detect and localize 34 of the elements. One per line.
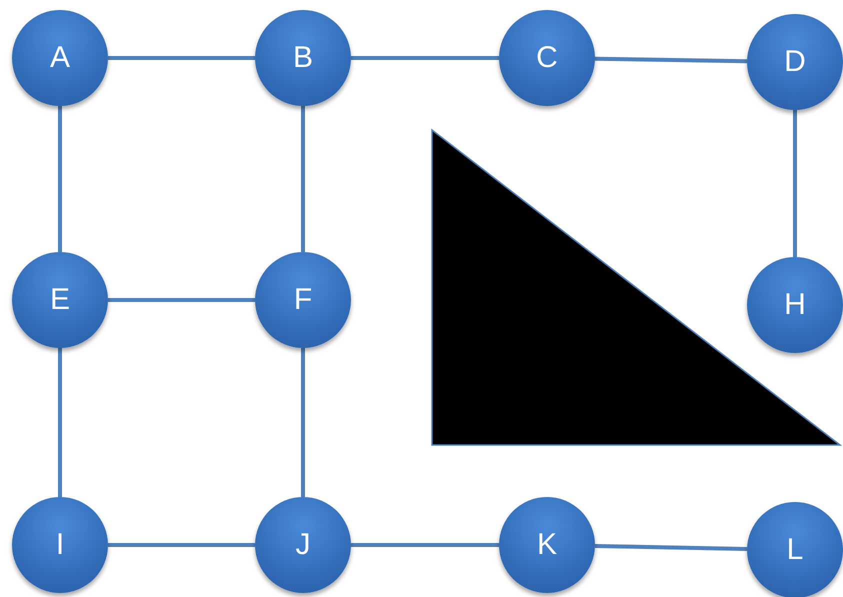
node-circle [499,10,595,106]
node-circle [255,497,351,593]
connector-line [351,543,499,547]
connector-line [793,110,797,257]
node-label: H [784,290,806,320]
node-label: D [784,47,806,77]
connector-line [594,56,748,64]
connector-line [108,298,255,302]
node-label: E [50,285,70,315]
node-label: B [292,43,313,73]
node-label: F [294,285,312,315]
node-label: L [786,535,804,565]
connector-line [301,106,305,252]
node-circle [12,10,108,106]
connector-line [58,348,62,497]
connector-line [351,56,499,60]
node-circle [747,257,843,353]
node-label: C [536,43,558,73]
node-circle [499,497,595,593]
node-circle [255,10,351,106]
node-circle [12,252,108,348]
node-circle [747,14,843,110]
node-label: K [536,530,557,560]
node-circle [255,252,351,348]
connector-line [594,544,748,552]
node-label: J [296,530,310,560]
connector-line [108,543,255,547]
connector-line [58,106,62,252]
node-label: I [56,530,64,560]
node-circle [747,502,843,597]
connector-line [108,56,255,60]
node-label: A [50,43,70,73]
node-circle [12,497,108,593]
connector-line [301,348,305,497]
